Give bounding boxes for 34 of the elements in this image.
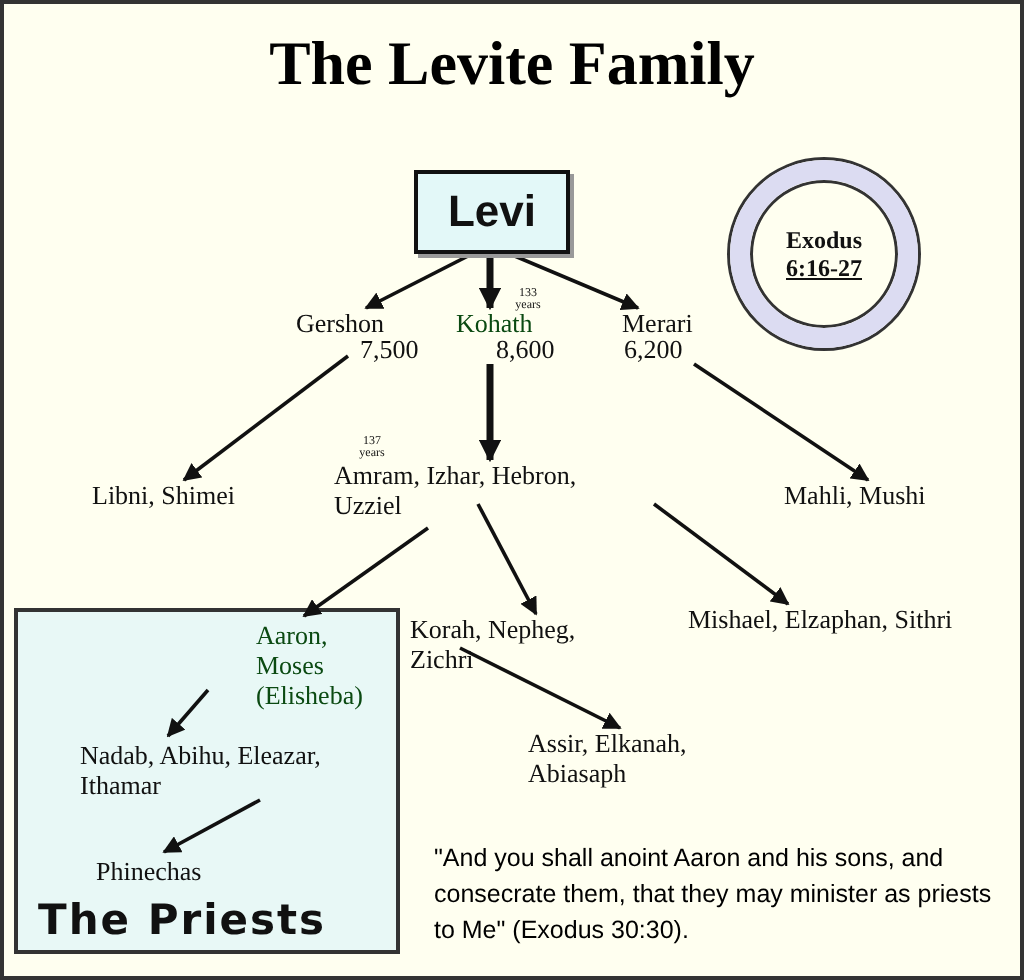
arrow xyxy=(478,254,502,311)
arrow xyxy=(166,688,210,738)
count-label: 8,600 xyxy=(496,336,555,364)
group-title: The Priests xyxy=(38,896,327,944)
reference-book: Exodus xyxy=(785,226,863,254)
reference-verses: 6:16-27 xyxy=(786,254,862,282)
group-panel xyxy=(14,608,400,954)
name-label: Amram, Izhar, Hebron, Uzziel xyxy=(334,460,634,528)
arrow xyxy=(459,646,622,730)
arrow xyxy=(162,798,261,854)
name-label: Nadab, Abihu, Eleazar, Ithamar xyxy=(80,740,400,804)
arrow xyxy=(652,502,790,606)
arrow xyxy=(476,503,538,616)
name-label: Phinechas xyxy=(96,856,236,888)
name-label: Mishael, Elzaphan, Sithri xyxy=(688,604,1020,636)
title: The Levite Family xyxy=(267,28,757,100)
name-label: Merari xyxy=(622,308,710,340)
name-label: Assir, Elkanah, Abiasaph xyxy=(528,728,748,792)
name-label: Korah, Nepheg, Zichri xyxy=(410,614,630,678)
count-label: 7,500 xyxy=(360,336,419,364)
name-label: Libni, Shimei xyxy=(92,480,282,512)
name-label: Aaron, Moses (Elisheba) xyxy=(256,620,400,716)
name-label: Mahli, Mushi xyxy=(784,480,974,512)
arrow xyxy=(182,354,350,482)
name-label: Gershon xyxy=(296,308,420,340)
quote-text: "And you shall anoint Aaron and his sons, and consecrate them, that they may minister as priests to Me" (Exodus 30:30). xyxy=(434,842,994,948)
arrow xyxy=(478,364,502,463)
arrow xyxy=(302,526,430,618)
arrow xyxy=(364,252,473,310)
name-label: Kohath xyxy=(456,308,556,340)
reference-ring xyxy=(730,160,918,348)
count-label: 6,200 xyxy=(624,336,683,364)
arrow xyxy=(693,362,870,482)
name-box: Levi xyxy=(414,170,570,254)
